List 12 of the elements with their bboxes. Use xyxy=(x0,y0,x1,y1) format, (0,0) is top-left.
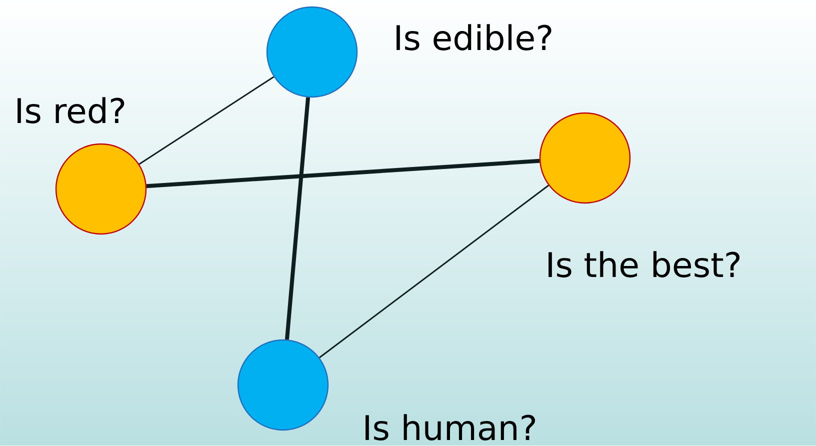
circle-node xyxy=(266,6,358,98)
node-label: Is the best? xyxy=(548,251,740,278)
connector-line xyxy=(284,97,310,340)
circle-node xyxy=(237,339,329,431)
connector-line xyxy=(138,76,274,165)
circle-node xyxy=(539,112,631,204)
connector-line xyxy=(146,158,540,188)
node-label: Is human? xyxy=(366,414,536,440)
connector-line xyxy=(319,184,549,358)
node-label: Is edible? xyxy=(396,24,552,50)
node-label: Is red? xyxy=(18,97,124,124)
circle-node xyxy=(55,143,147,235)
